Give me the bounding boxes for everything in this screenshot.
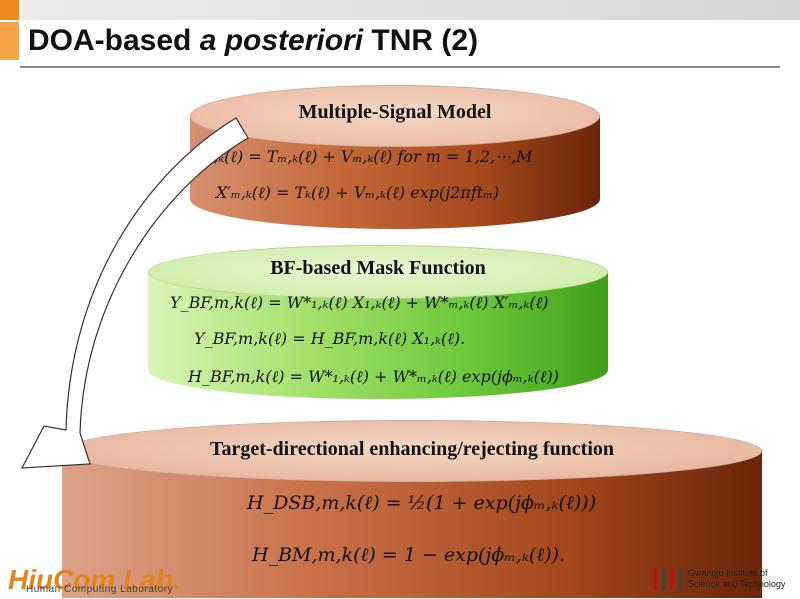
title-text-2: TNR (2) [363, 24, 479, 57]
accent-bar [0, 0, 19, 20]
equation: H_BM,m,k(ℓ) = 1 − exp(jϕₘ,ₖ(ℓ)). [252, 544, 566, 566]
gist-line-2: Science and Technology [688, 579, 786, 589]
disk-label: Target-directional enhancing/rejecting f… [209, 438, 615, 460]
equation: H_DSB,m,k(ℓ) = ½(1 + exp(jϕₘ,ₖ(ℓ))) [247, 492, 597, 514]
logo-brand: HiuCom Lab. [8, 564, 181, 595]
title-text-1: DOA-based [28, 24, 200, 57]
equation: X′ₘ,ₖ(ℓ) = Tₖ(ℓ) + Vₘ,ₖ(ℓ) exp(j2πftₘ) [216, 183, 500, 202]
title-text-italic: a posteriori [199, 24, 364, 57]
disk-label: BF-based Mask Function [270, 257, 486, 279]
top-banner [19, 0, 800, 20]
hucom-lab-logo: HiuCom Lab. Human Computing Laboratory [8, 564, 181, 596]
equation: Y_BF,m,k(ℓ) = H_BF,m,k(ℓ) X₁,ₖ(ℓ). [194, 329, 466, 348]
gist-logo: Gwangju Institute of Science and Technol… [654, 568, 785, 590]
disk-bf-mask: BF-based Mask Function Y_BF,m,k(ℓ) = W*₁… [148, 245, 608, 400]
disk-target-directional: Target-directional enhancing/rejecting f… [62, 420, 762, 598]
disk-top [190, 85, 600, 147]
logo-subtitle: Human Computing Laboratory [26, 584, 173, 595]
gist-name: Gwangju Institute of Science and Technol… [688, 568, 785, 590]
equation: H_BF,m,k(ℓ) = W*₁,ₖ(ℓ) + W*ₘ,ₖ(ℓ) exp(jϕ… [188, 367, 559, 386]
accent-square [0, 22, 19, 60]
gist-line-1: Gwangju Institute of [688, 568, 768, 578]
disk-label: Multiple-Signal Model [298, 101, 492, 123]
disk-multiple-signal: Multiple-Signal Model Xₘ,ₖ(ℓ) = Tₘ,ₖ(ℓ) … [190, 85, 600, 230]
equation: Y_BF,m,k(ℓ) = W*₁,ₖ(ℓ) X₁,ₖ(ℓ) + W*ₘ,ₖ(ℓ… [170, 293, 549, 312]
gist-mark-icon [654, 568, 682, 590]
title-underline [20, 66, 780, 68]
slide-title: DOA-based a posteriori TNR (2) [28, 24, 478, 58]
equation: Xₘ,ₖ(ℓ) = Tₘ,ₖ(ℓ) + Vₘ,ₖ(ℓ) for m = 1,2,… [192, 147, 533, 166]
